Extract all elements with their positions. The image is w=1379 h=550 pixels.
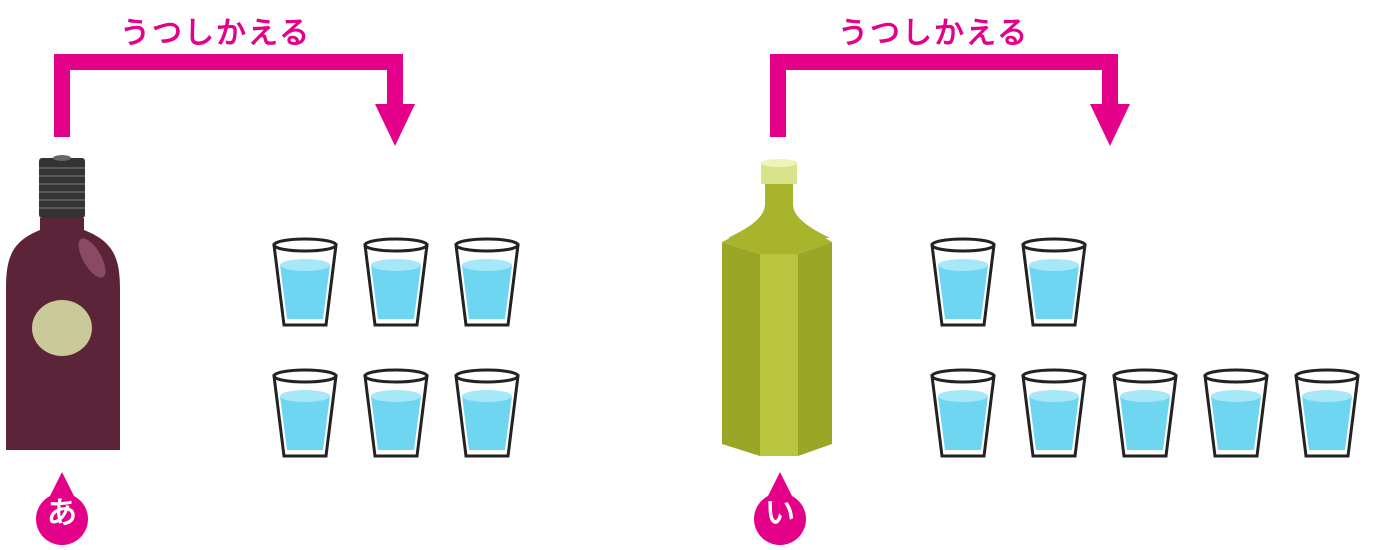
glass-icon bbox=[1019, 235, 1089, 331]
glass-icon bbox=[270, 235, 340, 331]
glass-icon bbox=[928, 366, 998, 462]
bottle-label-a: あ bbox=[32, 494, 92, 534]
glass-icon bbox=[452, 235, 522, 331]
glass-icon bbox=[452, 366, 522, 462]
arrow-icon-b bbox=[690, 0, 1379, 160]
glass-icon bbox=[1201, 366, 1271, 462]
glass-icon bbox=[1019, 366, 1089, 462]
glass-icon bbox=[361, 366, 431, 462]
glass-icon bbox=[928, 235, 998, 331]
bottle-icon-a bbox=[0, 150, 130, 460]
bottle-icon-b bbox=[720, 158, 840, 460]
panel-b: うつしかえる い bbox=[690, 0, 1379, 550]
arrow-icon-a bbox=[0, 0, 690, 160]
bottle-badge-a: あ bbox=[32, 468, 92, 548]
glass-icon bbox=[270, 366, 340, 462]
glass-icon bbox=[1292, 366, 1362, 462]
bottle-label-b: い bbox=[750, 494, 810, 534]
bottle-badge-b: い bbox=[750, 468, 810, 548]
glass-icon bbox=[1110, 366, 1180, 462]
glass-icon bbox=[361, 235, 431, 331]
panel-a: うつしかえる あ bbox=[0, 0, 690, 550]
